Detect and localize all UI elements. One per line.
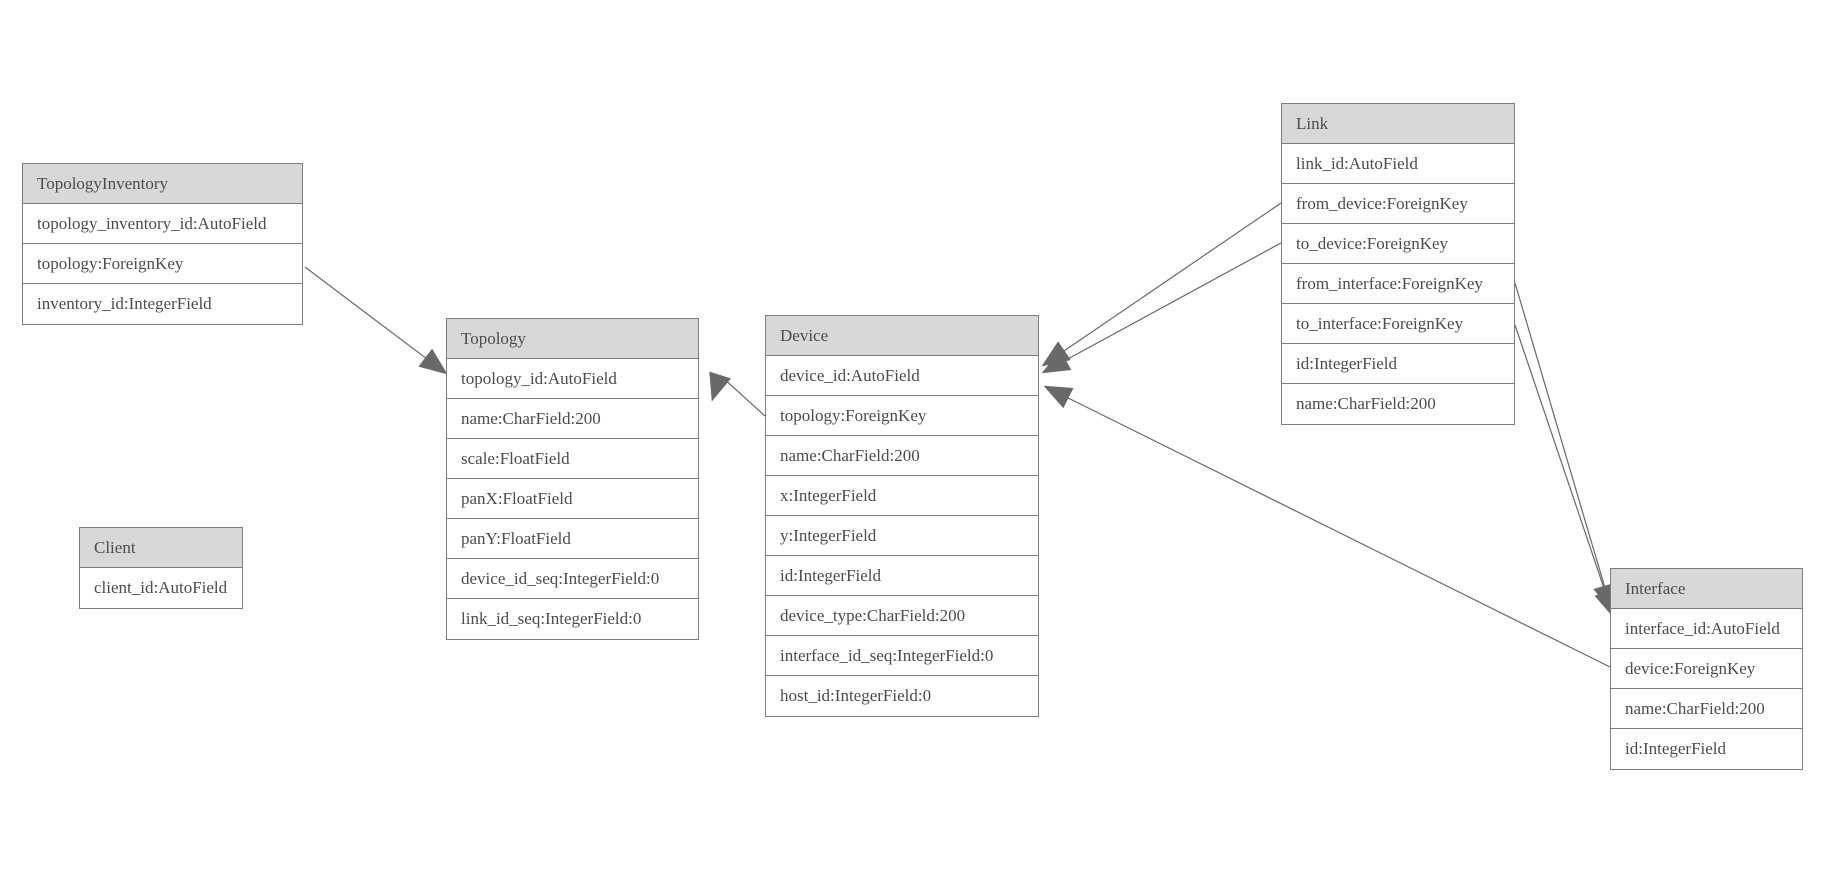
entity-field-row: host_id:IntegerField:0 xyxy=(766,676,1038,716)
edge-link-from_interface xyxy=(1514,282,1605,587)
entity-field-row: panX:FloatField xyxy=(447,479,698,519)
entity-title: Device xyxy=(766,316,1038,356)
entity-field-row: scale:FloatField xyxy=(447,439,698,479)
entity-field-row: id:IntegerField xyxy=(1282,344,1514,384)
entity-field-row: id:IntegerField xyxy=(1611,729,1802,769)
entity-field-row: device_id_seq:IntegerField:0 xyxy=(447,559,698,599)
entity-title: TopologyInventory xyxy=(23,164,302,204)
edge-device-topology xyxy=(719,374,766,417)
entity-field-row: link_id:AutoField xyxy=(1282,144,1514,184)
entity-field-row: name:CharField:200 xyxy=(1611,689,1802,729)
arrowhead-device-device_id xyxy=(1043,385,1074,409)
edge-link-to_device xyxy=(1065,242,1282,361)
entity-title: Link xyxy=(1282,104,1514,144)
entity-field-row: name:CharField:200 xyxy=(766,436,1038,476)
entity-title: Topology xyxy=(447,319,698,359)
entity-field-row: interface_id_seq:IntegerField:0 xyxy=(766,636,1038,676)
entity-field-row: panY:FloatField xyxy=(447,519,698,559)
entity-field-row: to_interface:ForeignKey xyxy=(1282,304,1514,344)
edge-interface-device xyxy=(1067,397,1611,668)
entity-field-row: device_type:CharField:200 xyxy=(766,596,1038,636)
entity-field-row: name:CharField:200 xyxy=(1282,384,1514,424)
entity-field-row: client_id:AutoField xyxy=(80,568,242,608)
entity-field-row: topology:ForeignKey xyxy=(23,244,302,284)
entity-field-row: topology_id:AutoField xyxy=(447,359,698,399)
entity-field-row: id:IntegerField xyxy=(766,556,1038,596)
entity-field-row: interface_id:AutoField xyxy=(1611,609,1802,649)
entity-field-row: device_id:AutoField xyxy=(766,356,1038,396)
entity-field-row: link_id_seq:IntegerField:0 xyxy=(447,599,698,639)
entity-title: Interface xyxy=(1611,569,1802,609)
arrowhead-device-device_id xyxy=(1041,341,1071,367)
arrowhead-topology-topology_id xyxy=(418,348,448,375)
edge-link-from_device xyxy=(1063,202,1282,352)
entity-field-row: from_interface:ForeignKey xyxy=(1282,264,1514,304)
edge-link-to_interface xyxy=(1514,324,1606,593)
entity-field-row: inventory_id:IntegerField xyxy=(23,284,302,324)
entity-title: Client xyxy=(80,528,242,568)
arrowhead-topology-topology_id xyxy=(709,371,732,402)
arrowhead-device-device_id xyxy=(1041,349,1072,374)
entity-field-row: topology:ForeignKey xyxy=(766,396,1038,436)
edge-topologyinventory-topology xyxy=(304,266,426,359)
entity-field-row: device:ForeignKey xyxy=(1611,649,1802,689)
entity-field-row: x:IntegerField xyxy=(766,476,1038,516)
entity-field-row: name:CharField:200 xyxy=(447,399,698,439)
entity-field-row: y:IntegerField xyxy=(766,516,1038,556)
entity-field-row: topology_inventory_id:AutoField xyxy=(23,204,302,244)
entity-field-row: from_device:ForeignKey xyxy=(1282,184,1514,224)
entity-field-row: to_device:ForeignKey xyxy=(1282,224,1514,264)
